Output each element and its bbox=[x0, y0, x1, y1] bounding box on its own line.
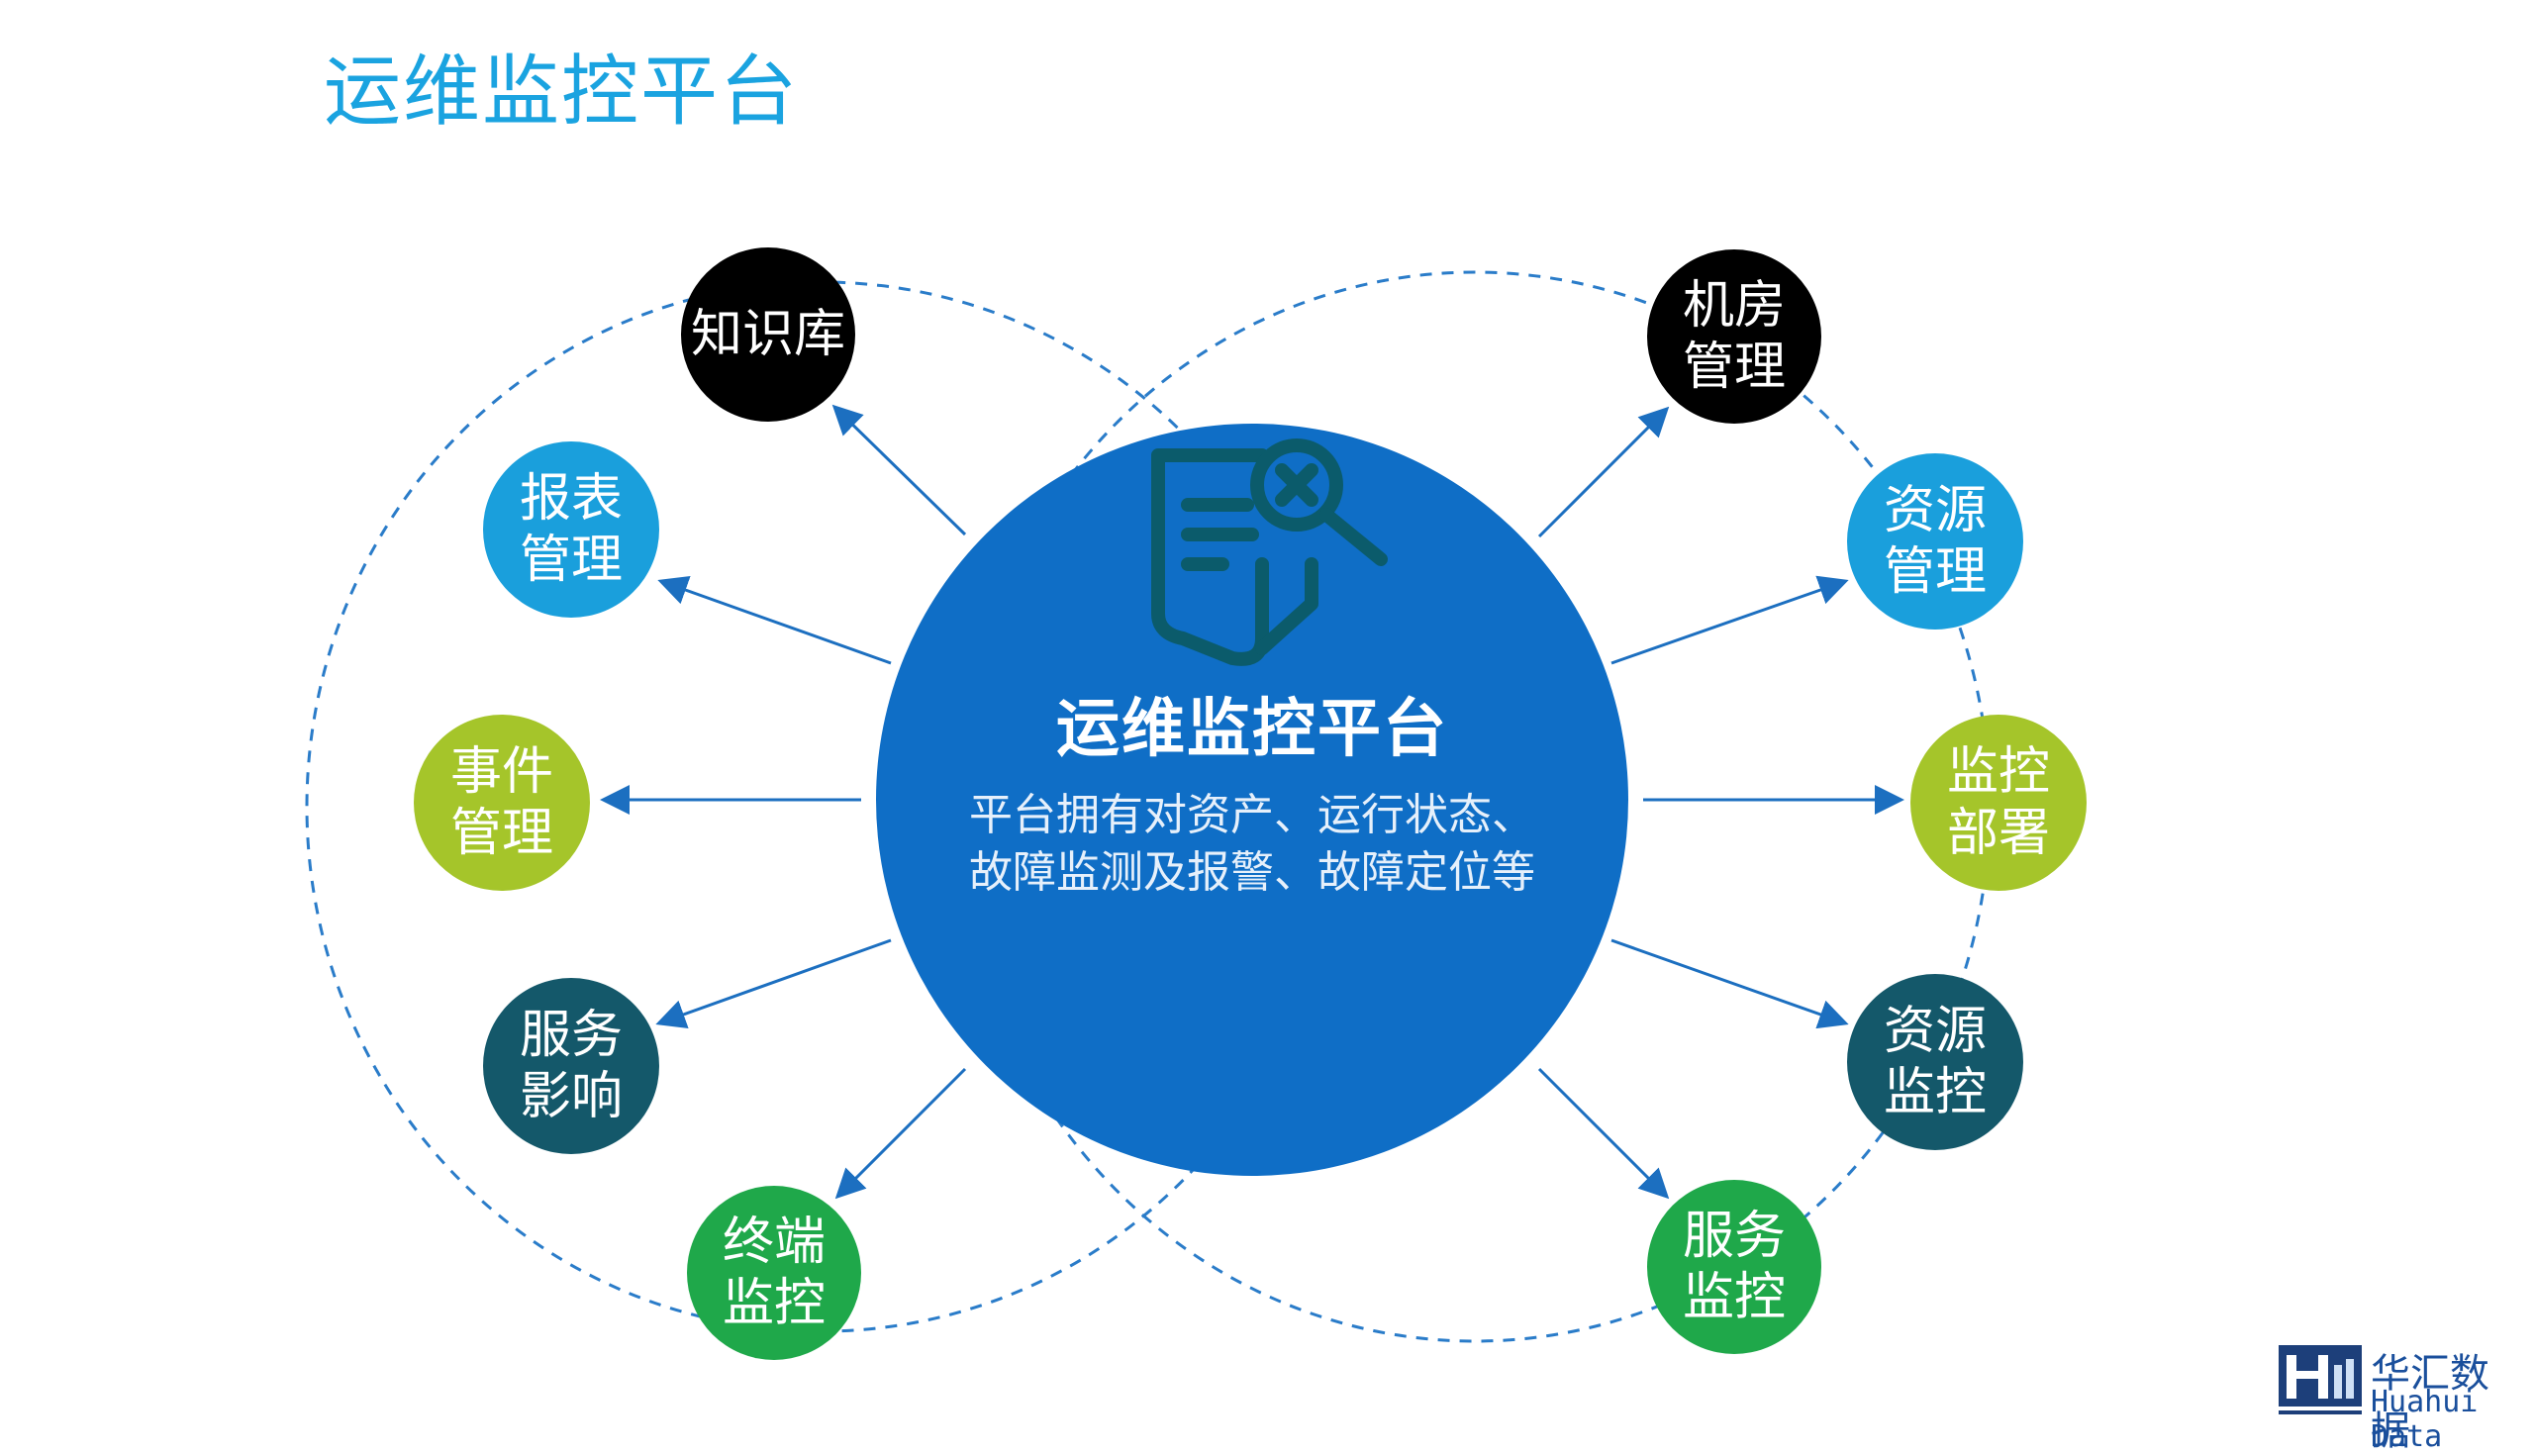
arrow-to-service-monitoring bbox=[1537, 1067, 1670, 1200]
node-label: 事件 管理 bbox=[449, 742, 553, 863]
center-title: 运维监控平台 bbox=[1056, 693, 1448, 766]
node-terminal-monitoring: 终端 监控 bbox=[687, 1186, 861, 1360]
node-label: 机房 管理 bbox=[1682, 276, 1786, 397]
node-resource-management: 资源 管理 bbox=[1847, 453, 2023, 630]
node-label: 资源 管理 bbox=[1883, 481, 1987, 602]
company-logo: 华汇数据 Huahui Data bbox=[2277, 1341, 2524, 1454]
logo-english-text: Huahui Data bbox=[2371, 1385, 2479, 1454]
arrow-group bbox=[600, 404, 1904, 1200]
node-label: 报表 管理 bbox=[519, 469, 623, 590]
arrow-to-knowledge-base bbox=[831, 404, 967, 536]
node-label: 资源 监控 bbox=[1883, 1002, 1987, 1122]
page-title: 运维监控平台 bbox=[324, 48, 800, 137]
node-label: 服务 监控 bbox=[1682, 1207, 1786, 1327]
center-description: 平台拥有对资产、运行状态、故障监测及报警、故障定位等 bbox=[969, 790, 1535, 898]
node-resource-monitoring: 资源 监控 bbox=[1847, 974, 2023, 1150]
node-label: 服务 影响 bbox=[519, 1006, 623, 1126]
arrow-to-terminal-monitoring bbox=[834, 1067, 967, 1200]
arrow-to-resource-monitoring bbox=[1610, 938, 1849, 1029]
node-knowledge-base: 知识库 bbox=[681, 247, 855, 422]
arrow-to-report-management bbox=[657, 575, 892, 665]
node-event-management: 事件 管理 bbox=[414, 715, 590, 891]
arrow-to-datacenter-management bbox=[1537, 406, 1670, 538]
document-search-icon bbox=[1151, 438, 1388, 666]
huahui-logo-icon bbox=[2279, 1345, 2362, 1414]
node-datacenter-management: 机房 管理 bbox=[1647, 249, 1821, 424]
arrow-to-service-impact bbox=[655, 938, 892, 1029]
node-service-impact: 服务 影响 bbox=[483, 978, 659, 1154]
node-label: 知识库 bbox=[690, 305, 845, 364]
node-monitoring-deployment: 监控 部署 bbox=[1910, 715, 2087, 891]
node-label: 监控 部署 bbox=[1946, 742, 2050, 863]
node-label: 终端 监控 bbox=[722, 1213, 826, 1333]
node-service-monitoring: 服务 监控 bbox=[1647, 1180, 1821, 1354]
arrow-to-resource-management bbox=[1610, 575, 1849, 665]
node-report-management: 报表 管理 bbox=[483, 441, 659, 618]
center-circle bbox=[876, 424, 1628, 1176]
